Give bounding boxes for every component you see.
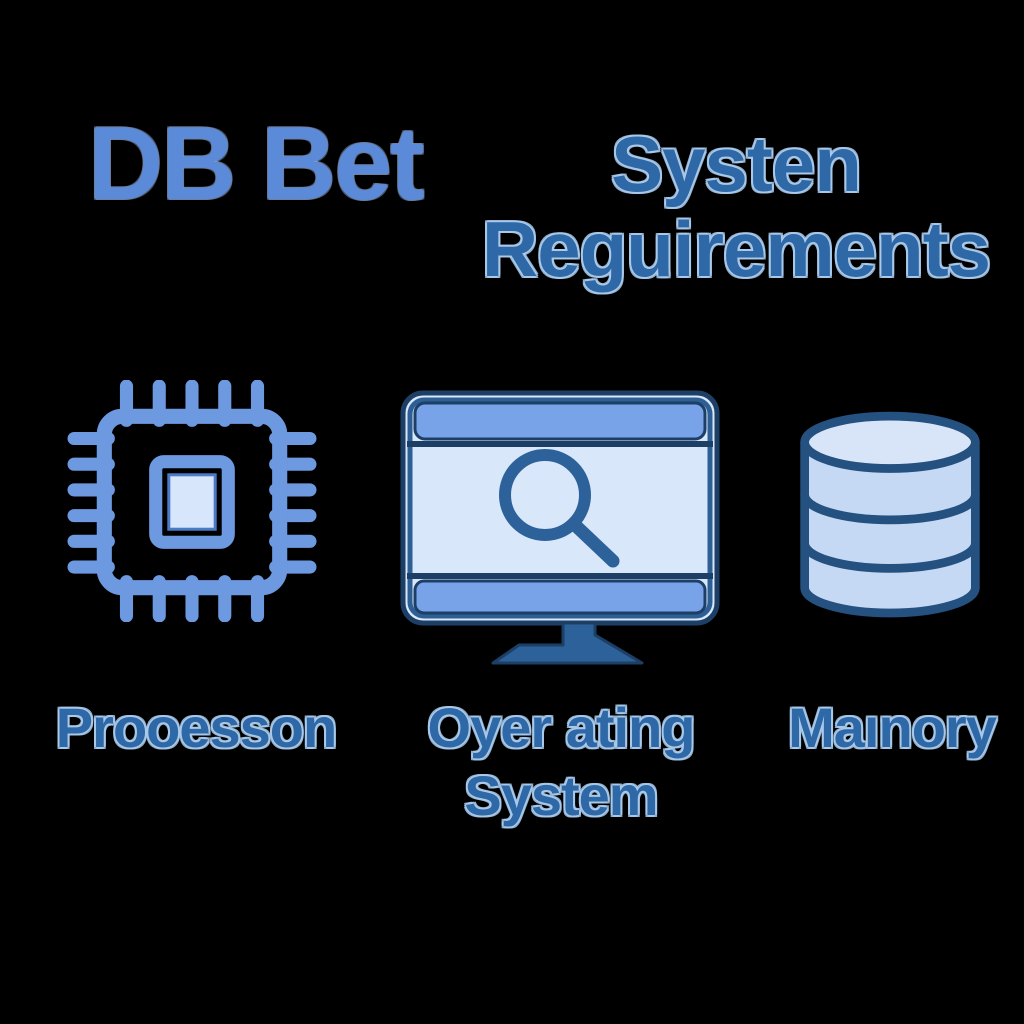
database-top [800, 411, 980, 473]
monitor-bottom-bar [413, 579, 707, 615]
processor-label: Prooesson [55, 696, 337, 759]
page-title-line2: Reguirements [481, 205, 991, 293]
search-icon [499, 449, 620, 568]
monitor-top-bar [413, 401, 707, 441]
cpu-body [96, 408, 288, 596]
cpu-icon [67, 380, 317, 622]
memory-label: Maınory [788, 696, 997, 759]
operating-system-label-line2: System [464, 764, 658, 828]
monitor-stand [491, 621, 644, 665]
page-title-line1: Systen [611, 120, 862, 208]
cpu-core-inner [167, 473, 217, 531]
database-body [800, 442, 980, 618]
brand-title: DB Bet [88, 106, 425, 222]
operating-system-label-line1: Oyer ating [427, 696, 696, 759]
monitor-search-icon [400, 390, 720, 665]
operating-system-label: Oyer ating System [398, 694, 724, 831]
page-title: Systen Reguirements [455, 122, 1017, 292]
cpu-core [149, 455, 235, 549]
database-icon [800, 411, 980, 618]
